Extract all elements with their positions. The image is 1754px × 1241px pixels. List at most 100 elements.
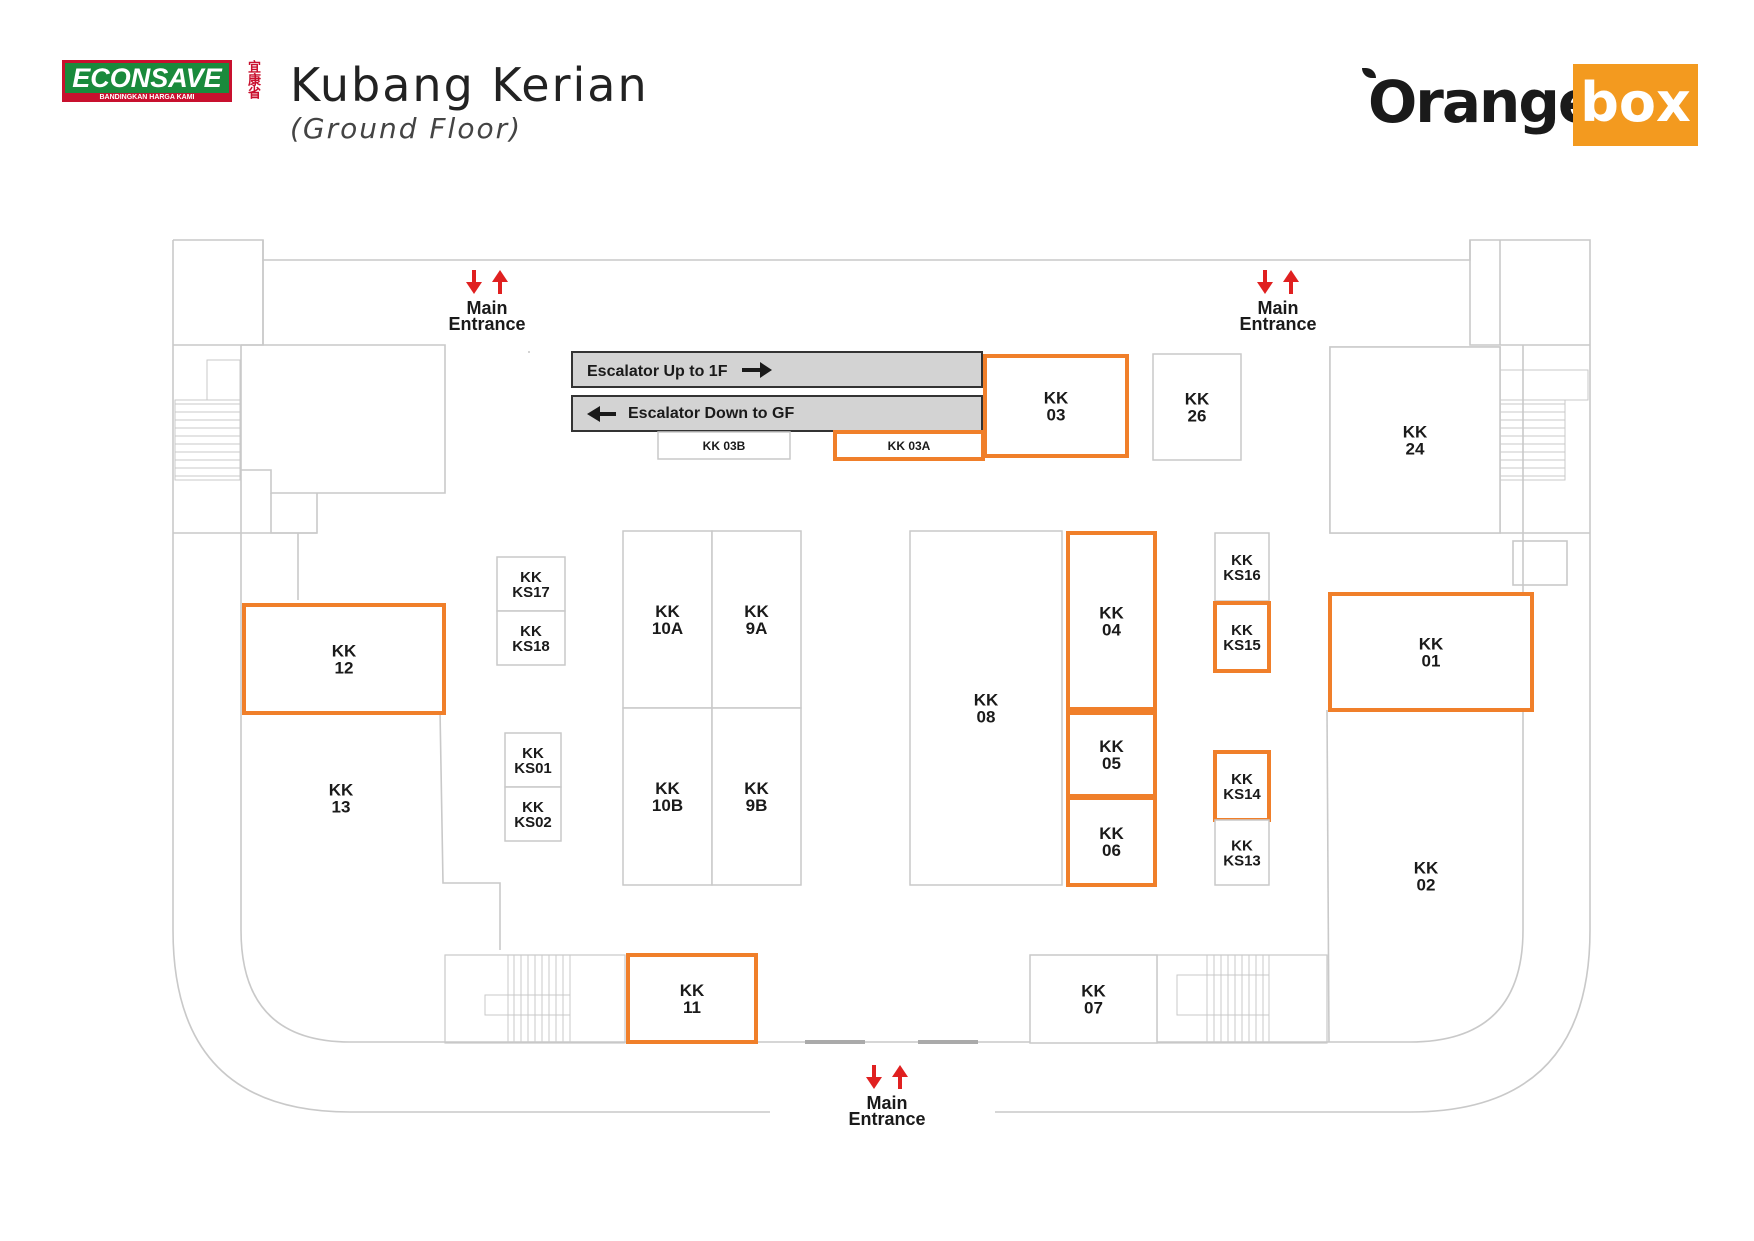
escalator-up-label: Escalator Up to 1F — [587, 363, 728, 380]
unit-label: KK 03B — [703, 439, 746, 453]
unit-outline — [626, 953, 758, 1044]
leaf-icon — [1362, 68, 1376, 78]
unit-label: 01 — [1422, 652, 1441, 671]
orangebox-box: box — [1573, 64, 1698, 146]
unit-outline — [1329, 346, 1501, 534]
escalator-up: Escalator Up to 1F — [571, 351, 983, 388]
unit-label: 11 — [683, 998, 701, 1017]
entrance-label: Entrance — [1239, 314, 1316, 334]
entrance-label: Main — [1257, 298, 1298, 318]
unit-label: KK — [1231, 552, 1253, 569]
unit-label: KK — [1403, 423, 1428, 442]
unit-label: KK — [522, 745, 544, 762]
unit-label: 24 — [1406, 440, 1425, 459]
unit-label: KK — [1231, 622, 1253, 639]
econsave-logo: ECONSAVE BANDINGKAN HARGA KAMI 宜康省 — [62, 60, 262, 104]
unit-label: KK — [329, 781, 354, 800]
escalator-down-label: Escalator Down to GF — [628, 405, 794, 422]
unit-label: KK — [522, 799, 544, 816]
page-subtitle: (Ground Floor) — [290, 112, 523, 145]
arrow-down-icon — [866, 1065, 882, 1089]
unit-label: KK — [744, 779, 769, 798]
unit-outline — [1066, 796, 1157, 887]
unit-outline — [504, 732, 562, 788]
unit-outline — [1066, 711, 1157, 798]
unit-outline — [1066, 531, 1157, 711]
unit-label: KK — [1044, 389, 1069, 408]
unit-label: KK 03A — [888, 439, 931, 453]
unit-label: KK — [974, 691, 999, 710]
unit-label: KS18 — [512, 638, 550, 655]
unit-outline — [496, 610, 566, 666]
unit-label: KS15 — [1223, 637, 1261, 654]
unit-label: KK — [655, 602, 680, 621]
orangebox-logo: Orange box — [1362, 60, 1698, 146]
unit-outline — [1214, 532, 1270, 602]
stairs-bottom-right — [1156, 954, 1328, 1044]
arrow-up-icon — [1283, 270, 1299, 294]
header: ECONSAVE BANDINGKAN HARGA KAMI 宜康省 Kuban… — [0, 0, 1754, 170]
entrance-label: Entrance — [848, 1109, 925, 1129]
unit-label: 04 — [1102, 621, 1121, 640]
unit-outline — [242, 603, 446, 715]
unit-outline — [983, 354, 1129, 458]
unit-label: KK — [655, 779, 680, 798]
arrow-right-icon — [742, 362, 772, 378]
orangebox-wordmark: Orange — [1368, 68, 1597, 136]
unit-label: 9A — [746, 619, 768, 638]
unit-outline — [909, 530, 1063, 886]
unit-label: 02 — [1417, 876, 1436, 895]
unit-label: KK — [744, 602, 769, 621]
unit-outline — [1328, 592, 1534, 712]
unit-label: KK — [520, 569, 542, 586]
unit-outline — [711, 530, 802, 709]
unit-outline — [1213, 750, 1271, 822]
escalator-down: Escalator Down to GF — [571, 395, 983, 432]
unit-outline — [1214, 819, 1270, 886]
unit-label: 13 — [332, 798, 351, 817]
unit-outline — [1029, 954, 1158, 1044]
econsave-tagline: BANDINGKAN HARGA KAMI — [62, 93, 232, 102]
unit-kk03a[interactable]: KK 03A — [833, 430, 985, 461]
unit-kk03b[interactable]: KK 03B — [657, 431, 791, 460]
unit-label: 26 — [1188, 407, 1207, 426]
unit-outline — [1213, 601, 1271, 673]
stairs-left — [174, 359, 241, 481]
unit-label: KS01 — [514, 760, 552, 777]
unit-outline — [622, 707, 713, 886]
unit-label: KK — [1081, 982, 1106, 1001]
unit-outline — [622, 530, 713, 709]
unit-label: KK — [1099, 737, 1124, 756]
unit-label: KK — [1185, 390, 1210, 409]
unit-label: KS16 — [1223, 567, 1261, 584]
